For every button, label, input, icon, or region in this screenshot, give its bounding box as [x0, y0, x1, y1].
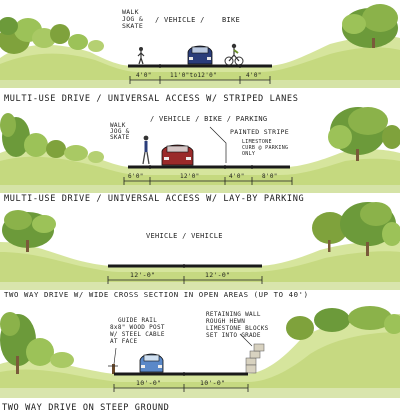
dim-3: 4'0" [229, 173, 245, 180]
car-figure [161, 144, 194, 166]
tree-group-right [286, 306, 400, 340]
label-vehicle-bike-parking: / VEHICLE / BIKE / PARKING [150, 115, 267, 123]
label-at-face: AT FACE [110, 338, 137, 345]
label-skate: SKATE [122, 22, 143, 30]
pedestrian-figure [137, 47, 145, 65]
guide-leader [113, 347, 117, 365]
section-2-drawing: WALK JOG & SKATE / VEHICLE / BIKE / PARK… [0, 107, 400, 204]
label-painted-stripe: PAINTED STRIPE [230, 128, 289, 136]
section-caption: MULTI-USE DRIVE / UNIVERSAL ACCESS W/ LA… [4, 194, 304, 204]
dim-left: 10'-0" [136, 379, 161, 387]
tree-group-left [0, 17, 104, 54]
dimension-line [129, 76, 271, 84]
car-figure [187, 45, 213, 65]
label-retaining-wall: RETAINING WALL [206, 311, 261, 318]
grass-wash-dark [0, 332, 400, 398]
section-lay-by-parking: WALK JOG & SKATE / VEHICLE / BIKE / PARK… [0, 103, 400, 211]
car-figure [139, 353, 164, 373]
tree-group-left [0, 113, 104, 163]
dim-1: 6'0" [128, 173, 144, 180]
section-3-drawing: VEHICLE / VEHICLE 12'-0" 12'-0" TWO WAY … [0, 202, 400, 299]
lane-stripes [149, 165, 253, 169]
dim-2: 12'0" [180, 173, 200, 180]
label-bike: BIKE [222, 16, 240, 24]
grass-wash-dark [0, 156, 400, 193]
dimension-line [123, 177, 293, 185]
section-caption: TWO WAY DRIVE W/ WIDE CROSS SECTION IN O… [4, 290, 309, 299]
retaining-wall [245, 343, 265, 374]
section-striped-lanes: WALK JOG & SKATE / VEHICLE / BIKE 4'0" 1… [0, 0, 400, 108]
cyclist-figure [224, 43, 244, 66]
dim-right: 4'0" [246, 72, 262, 79]
section-wide-cross-section: VEHICLE / VEHICLE 12'-0" 12'-0" TWO WAY … [0, 200, 400, 308]
dim-right: 12'-0" [205, 271, 230, 279]
label-walk: WALK [110, 122, 126, 129]
section-caption: MULTI-USE DRIVE / UNIVERSAL ACCESS W/ ST… [4, 94, 298, 104]
section-4-drawing: GUIDE RAIL 8x8" WOOD POST W/ STEEL CABLE… [0, 306, 400, 413]
label-wood-post: 8x8" WOOD POST [110, 324, 165, 331]
label-guide-rail: GUIDE RAIL [118, 317, 157, 324]
label-jog: JOG & [110, 128, 130, 135]
section-1-drawing: WALK JOG & SKATE / VEHICLE / BIKE 4'0" 1… [0, 4, 400, 104]
dim-center: 11'0"to12'0" [170, 72, 217, 79]
stripe-leader [209, 126, 227, 163]
label-vehicle-vehicle: VEHICLE / VEHICLE [146, 232, 223, 240]
label-jog: JOG & [122, 15, 143, 23]
wall-leader [239, 333, 253, 347]
section-steep-ground: GUIDE RAIL 8x8" WOOD POST W/ STEEL CABLE… [0, 306, 400, 415]
dimension-line [113, 384, 249, 392]
label-skate: SKATE [110, 134, 130, 141]
label-limestone: LIMESTONE [242, 139, 272, 145]
dimension-line [107, 276, 263, 284]
guide-rail-post [108, 364, 118, 374]
section-caption: TWO WAY DRIVE ON STEEP GROUND [2, 403, 169, 413]
tree-right [342, 4, 398, 48]
label-rough-hewn: ROUGH HEWN [206, 318, 245, 325]
label-limestone-blocks: LIMESTONE BLOCKS [206, 325, 269, 332]
label-set-into-grade: SET INTO GRADE [206, 332, 261, 339]
tree-left [2, 210, 56, 252]
dim-right: 10'-0" [200, 379, 225, 387]
dim-left: 4'0" [136, 72, 152, 79]
dim-4: 8'0" [262, 173, 278, 180]
tree-group-left [0, 312, 74, 374]
label-curb: CURB @ PARKING [242, 145, 288, 151]
grass-wash-dark [0, 251, 400, 290]
tree-right [328, 107, 400, 161]
pedestrian-figure [142, 135, 150, 165]
grass-wash-dark [0, 47, 400, 88]
tree-group-right [312, 202, 400, 256]
label-walk: WALK [122, 8, 139, 16]
label-only: ONLY [242, 151, 255, 157]
label-vehicle: / VEHICLE / [155, 16, 205, 24]
label-steel-cable: W/ STEEL CABLE [110, 331, 165, 338]
dim-left: 12'-0" [130, 271, 155, 279]
